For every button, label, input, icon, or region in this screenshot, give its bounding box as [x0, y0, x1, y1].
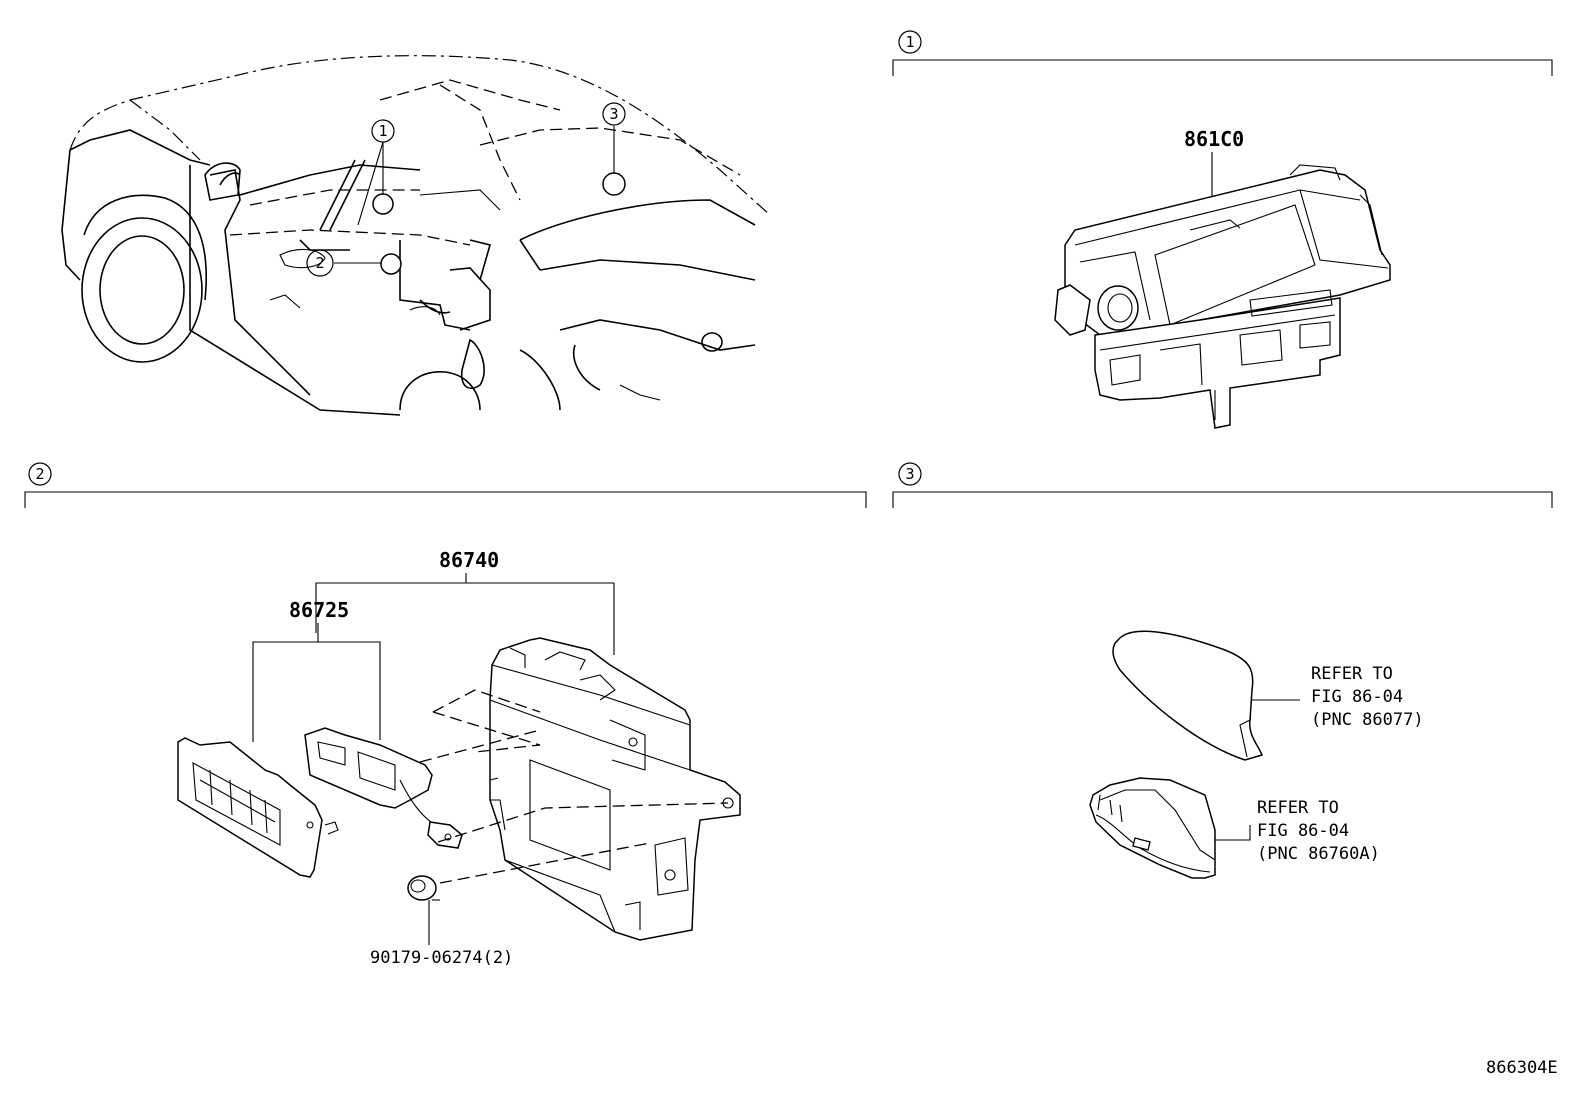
callout-3: 3	[602, 102, 626, 126]
callout-1: 1	[371, 119, 395, 143]
part-number-module: 86740	[439, 548, 499, 572]
ref-antenna-base-line3: (PNC 86760A)	[1257, 844, 1380, 864]
callout-3-label: 3	[609, 105, 618, 123]
section-header-1: 1	[892, 30, 1553, 76]
ref-antenna-cover-line2: FIG 86-04	[1311, 687, 1403, 707]
display-assembly: 861C0	[1054, 127, 1391, 429]
section-header-3: 3	[892, 462, 1553, 508]
vehicle-overview: 1 2 3	[61, 55, 771, 416]
module-assembly: 86740 86725	[177, 548, 741, 968]
callout-1-label: 1	[378, 122, 387, 140]
part-number-clip: 90179-06274(2)	[370, 948, 513, 968]
section-header-2: 2	[24, 462, 867, 508]
part-number-bracket: 86725	[289, 598, 349, 622]
ref-antenna-cover-line3: (PNC 86077)	[1311, 710, 1424, 730]
callout-2-label: 2	[315, 254, 324, 272]
ref-antenna-base-line1: REFER TO	[1257, 798, 1339, 818]
ref-antenna-cover: REFER TO FIG 86-04 (PNC 86077)	[1311, 664, 1424, 730]
section-3-label: 3	[905, 465, 914, 483]
callout-2: 2	[306, 249, 334, 277]
section-1-label: 1	[905, 33, 914, 51]
ref-antenna-base: REFER TO FIG 86-04 (PNC 86760A)	[1257, 798, 1380, 864]
figure-id: 866304E	[1486, 1058, 1558, 1078]
ref-antenna-cover-line1: REFER TO	[1311, 664, 1393, 684]
section-2-label: 2	[35, 465, 44, 483]
part-number-display: 861C0	[1184, 127, 1244, 151]
antenna-assembly: REFER TO FIG 86-04 (PNC 86077) REFER TO …	[1089, 630, 1424, 879]
ref-antenna-base-line2: FIG 86-04	[1257, 821, 1349, 841]
